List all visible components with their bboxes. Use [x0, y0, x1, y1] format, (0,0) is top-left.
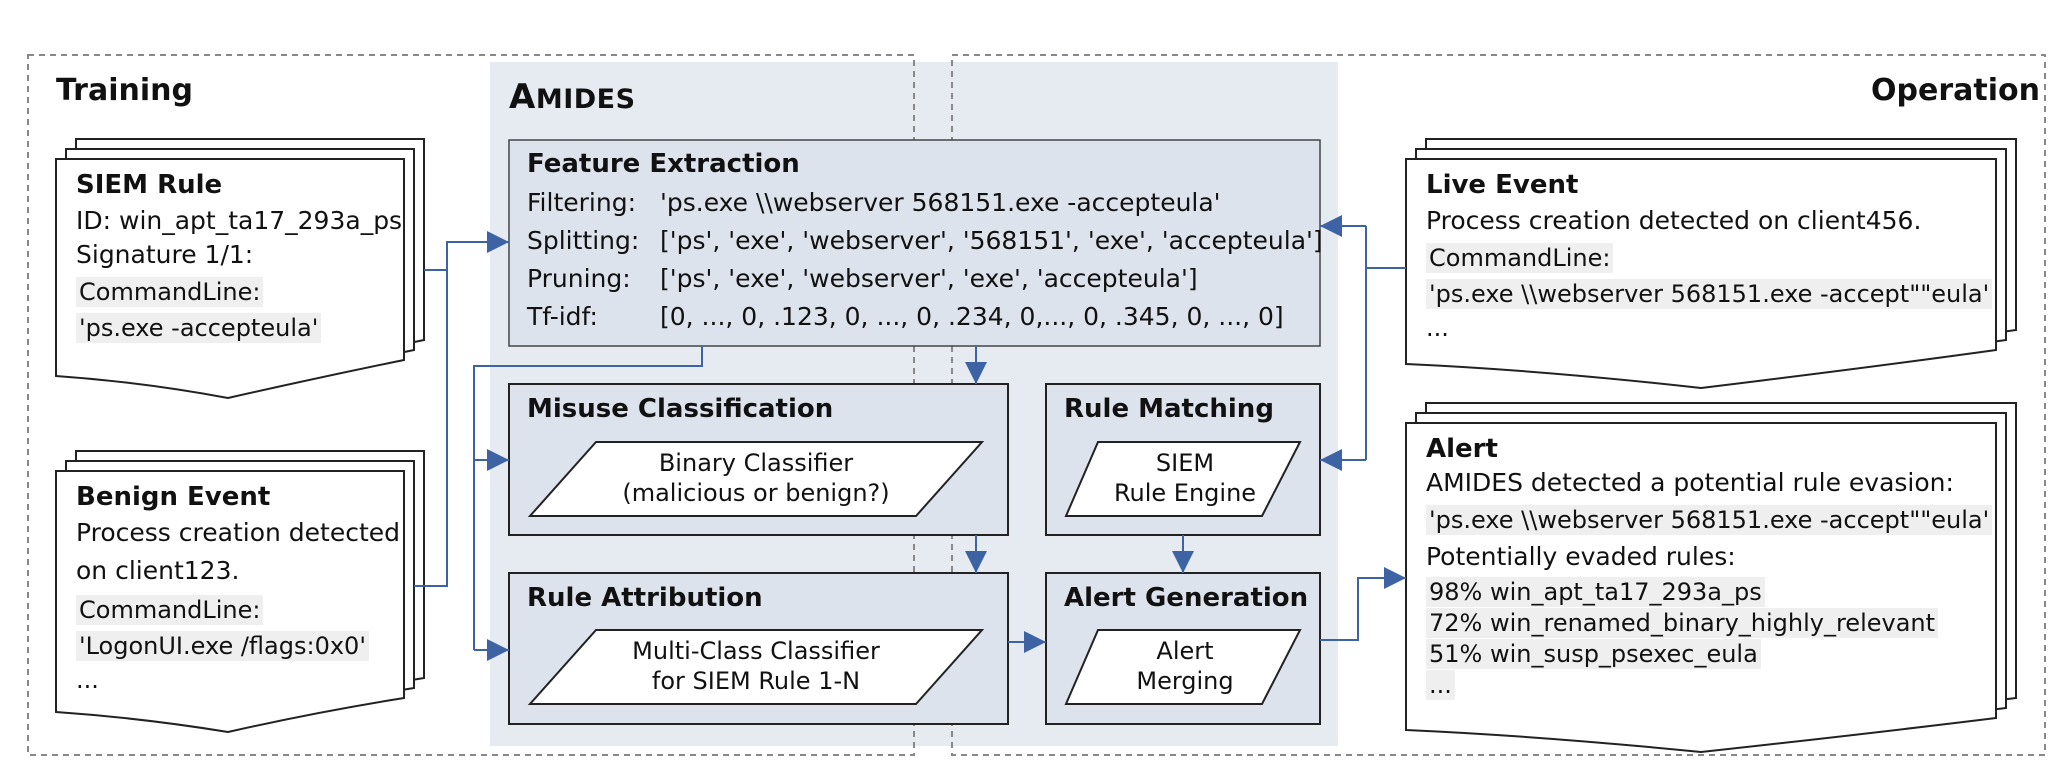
live-event-title: Live Event [1426, 170, 1579, 200]
benign-to-extraction-connector [414, 242, 448, 587]
binary-classifier-line2: (malicious or benign?) [622, 479, 890, 507]
operation-section-title: Operation [1871, 73, 2040, 108]
binary-classifier-label: Binary Classifier (malicious or benign?) [556, 448, 956, 508]
benign-event-content: Benign Event Process creation detected o… [76, 482, 400, 694]
training-section-title: Training [56, 73, 193, 108]
multi-class-classifier-shape [527, 629, 985, 705]
alert-generation-to-alert-connector [1320, 567, 1406, 641]
benign-event-line2: on client123. [76, 556, 240, 585]
feature-row-label: Tf-idf: [527, 302, 598, 331]
binary-classifier-line1: Binary Classifier [658, 449, 854, 477]
alert-rule-list: 98% win_apt_ta17_293a_ps 72% win_renamed… [1426, 577, 1992, 702]
siem-rule-value: 'ps.exe -accepteula' [76, 313, 322, 343]
multi-class-classifier-label: Multi-Class Classifier for SIEM Rule 1-N [556, 636, 956, 696]
extraction-to-left-bus [473, 346, 703, 650]
siem-rule-field: CommandLine: [76, 277, 264, 307]
multi-class-classifier-line2: for SIEM Rule 1-N [651, 667, 861, 695]
alert-rule-item: 98% win_apt_ta17_293a_ps [1426, 577, 1765, 607]
benign-event-value: 'LogonUI.exe /flags:0x0' [76, 631, 369, 661]
alert-rule-item: 51% win_susp_psexec_eula [1426, 639, 1761, 669]
benign-event-line1: Process creation detected [76, 518, 401, 547]
benign-event-field: CommandLine: [76, 595, 264, 625]
alert-rule-item: 72% win_renamed_binary_highly_relevant [1426, 608, 1939, 638]
alert-line1: AMIDES detected a potential rule evasion… [1426, 468, 1954, 497]
alert-generation-title: Alert Generation [1064, 583, 1309, 613]
live-event-content: Live Event Process creation detected on … [1426, 170, 1993, 342]
siem-rule-signature: Signature 1/1: [76, 240, 254, 269]
alert-ellipsis: ... [1426, 670, 1455, 700]
live-event-value: 'ps.exe \\webserver 568151.exe -accept""… [1426, 279, 1993, 309]
rule-attribution-title: Rule Attribution [527, 583, 763, 613]
siem-rule-engine-line2: Rule Engine [1113, 479, 1257, 507]
feature-row-label: Pruning: [527, 264, 631, 293]
live-event-document-stack [1405, 138, 2017, 390]
siem-rule-engine-shape [1064, 441, 1302, 517]
siem-rule-title: SIEM Rule [76, 170, 223, 200]
multi-class-classifier-line1: Multi-Class Classifier [632, 637, 880, 665]
live-event-line1: Process creation detected on client456. [1426, 206, 1922, 235]
rule-matching-title: Rule Matching [1064, 394, 1274, 424]
feature-extraction-title: Feature Extraction [527, 149, 800, 179]
feature-row-value: ['ps', 'exe', 'webserver', 'exe', 'accep… [660, 264, 1198, 293]
siem-rule-id: ID: win_apt_ta17_293a_ps [76, 206, 403, 235]
live-event-ellipsis: ... [1426, 314, 1449, 342]
siem-rule-engine-label: SIEM Rule Engine [1080, 448, 1290, 508]
alert-content: Alert AMIDES detected a potential rule e… [1426, 434, 1993, 702]
binary-classifier-shape [527, 441, 985, 517]
siem-rule-engine-line1: SIEM [1155, 449, 1215, 477]
alert-evaded-label: Potentially evaded rules: [1426, 542, 1736, 571]
feature-row-value: ['ps', 'exe', 'webserver', '568151', 'ex… [660, 226, 1323, 255]
feature-row-label: Filtering: [527, 188, 636, 217]
amides-panel-title: AMIDES [509, 77, 636, 117]
misuse-classification-title: Misuse Classification [527, 394, 834, 424]
alert-merging-label: Alert Merging [1080, 636, 1290, 696]
benign-event-ellipsis: ... [76, 666, 99, 694]
feature-row-label: Splitting: [527, 226, 640, 255]
alert-merging-line1: Alert [1156, 637, 1214, 665]
alert-value: 'ps.exe \\webserver 568151.exe -accept""… [1426, 505, 1993, 535]
feature-row-value: [0, ..., 0, .123, 0, ..., 0, .234, 0,...… [660, 302, 1284, 331]
alert-merging-line2: Merging [1136, 667, 1234, 695]
live-event-field: CommandLine: [1426, 243, 1614, 273]
feature-extraction-box [508, 139, 1321, 347]
siem-rule-content: SIEM Rule ID: win_apt_ta17_293a_ps Signa… [76, 170, 403, 343]
live-event-bus [1365, 267, 1406, 460]
alert-merging-shape [1064, 629, 1302, 705]
benign-event-title: Benign Event [76, 482, 271, 512]
alert-title: Alert [1426, 434, 1498, 464]
amides-title-initial: A [509, 77, 536, 117]
feature-row-value: 'ps.exe \\webserver 568151.exe -accepteu… [660, 188, 1221, 217]
amides-title-rest: MIDES [535, 84, 636, 115]
